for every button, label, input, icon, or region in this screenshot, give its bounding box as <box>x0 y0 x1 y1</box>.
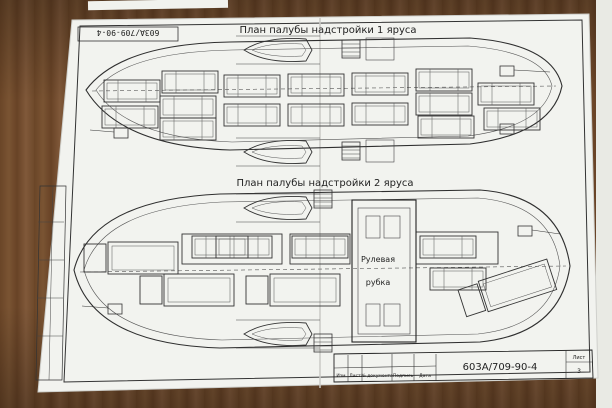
tb-col-change: Изм <box>336 373 345 379</box>
side-paper-right <box>596 0 612 408</box>
drawing-frame <box>63 19 591 383</box>
tb-sheet-number: 3 <box>577 368 581 375</box>
tb-col-date: Дата <box>419 373 431 379</box>
deck1-plan <box>85 35 563 167</box>
deck2-plan: Рулевая рубка <box>73 189 571 353</box>
deck2-title: План палубы надстройки 2 яруса <box>236 178 413 189</box>
tb-sheet-label: Лист <box>573 355 586 361</box>
title-block: Изм Лист № документа Подпись Дата 603А/7… <box>333 349 594 383</box>
deck1-title: План палубы надстройки 1 яруса <box>239 25 416 36</box>
doc-code-rotated: 603А/709-90-4 <box>97 28 160 37</box>
tb-col-sign: Подпись <box>393 373 414 379</box>
tb-col-docnum: № документа <box>361 373 393 379</box>
wheelhouse-label-2: рубка <box>366 278 391 287</box>
doc-code: 603А/709-90-4 <box>463 362 538 373</box>
wheelhouse-label-1: Рулевая <box>361 255 395 264</box>
doc-stamp-top: 603А/709-90-4 <box>77 26 179 42</box>
tb-col-sheet: Лист <box>349 373 361 379</box>
wheelhouse-block <box>351 199 417 343</box>
revision-strip <box>35 185 67 381</box>
